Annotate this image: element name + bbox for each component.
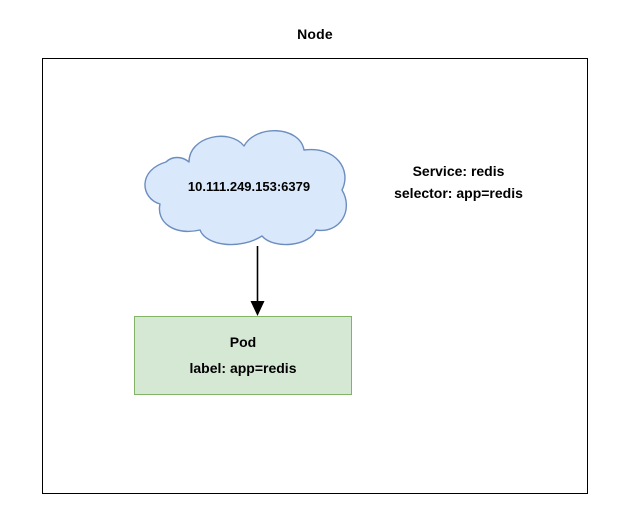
service-selector-label: selector: app=redis	[394, 185, 523, 201]
pod-box[interactable]: Pod label: app=redis	[134, 316, 352, 395]
pod-label-label: label: app=redis	[189, 360, 297, 376]
node-boundary-box	[42, 58, 588, 494]
cloud-shape-icon	[144, 130, 348, 246]
service-cloud[interactable]: 10.111.249.153:6379	[134, 118, 356, 254]
service-annotation: Service: redis selector: app=redis	[356, 160, 561, 204]
arrow-down-icon	[250, 246, 265, 316]
service-name-label: Service: redis	[412, 163, 505, 179]
cluster-ip-label: 10.111.249.153:6379	[187, 178, 311, 194]
pod-title-label: Pod	[229, 334, 257, 350]
page-title: Node	[297, 26, 333, 42]
service-to-pod-arrow	[240, 246, 276, 318]
